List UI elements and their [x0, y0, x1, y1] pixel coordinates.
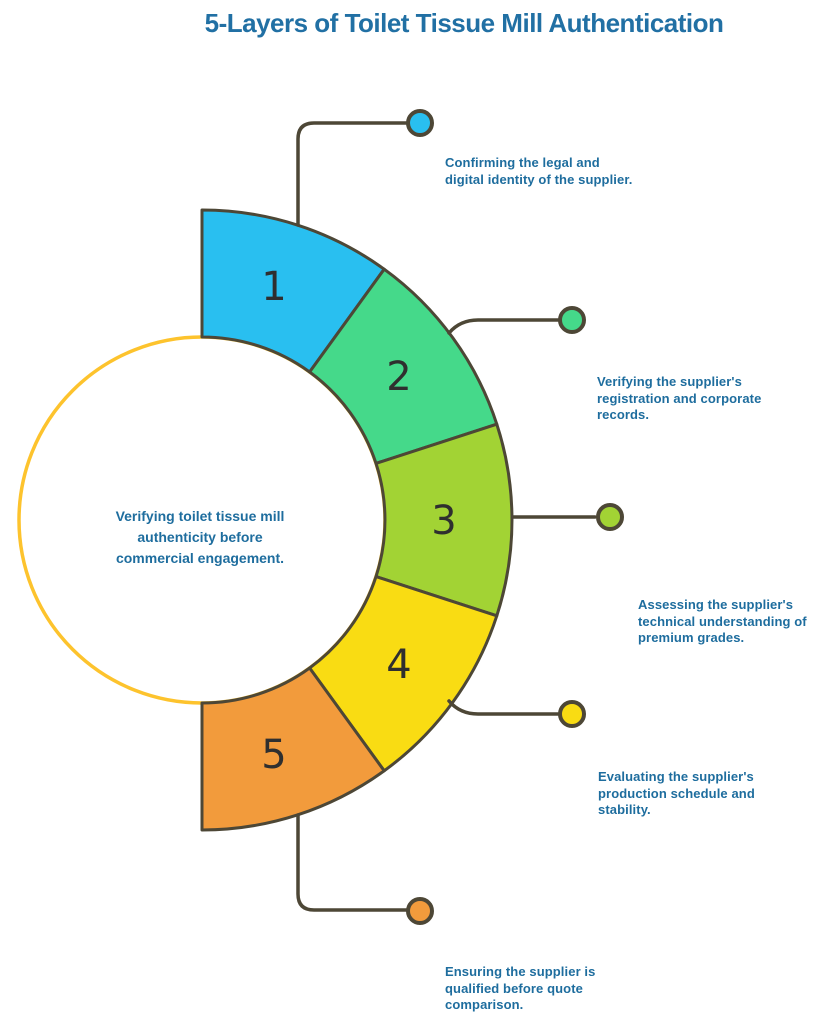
connector-line-1	[296, 121, 408, 227]
connector-dot-5	[406, 897, 434, 925]
connector-line-4	[447, 699, 560, 716]
segment-2-number: 2	[386, 354, 411, 400]
layer-2-description: Verifying the supplier's registration an…	[597, 374, 762, 422]
connector-line-5	[296, 813, 408, 912]
connector-dot-2	[558, 306, 586, 334]
center-description: Verifying toilet tissue mill authenticit…	[115, 508, 285, 566]
segment-4-number: 4	[386, 642, 411, 688]
layer-4-description: Evaluating the supplier's production sch…	[598, 769, 755, 817]
segment-3-number: 3	[431, 498, 456, 544]
layer-1-description: Confirming the legal and digital identit…	[445, 155, 633, 187]
layer-3-description: Assessing the supplier's technical under…	[638, 597, 807, 645]
segment-5	[200, 666, 386, 832]
segment-5-number: 5	[261, 732, 286, 778]
page-title: 5-Layers of Toilet Tissue Mill Authentic…	[204, 8, 724, 38]
connector-line-2	[447, 318, 560, 335]
segment-1-number: 1	[261, 264, 286, 310]
connector-dot-3	[596, 503, 624, 531]
connector-dot-4	[558, 700, 586, 728]
connector-dot-1	[406, 109, 434, 137]
layer-5-description: Ensuring the supplier is qualified befor…	[445, 964, 596, 1012]
